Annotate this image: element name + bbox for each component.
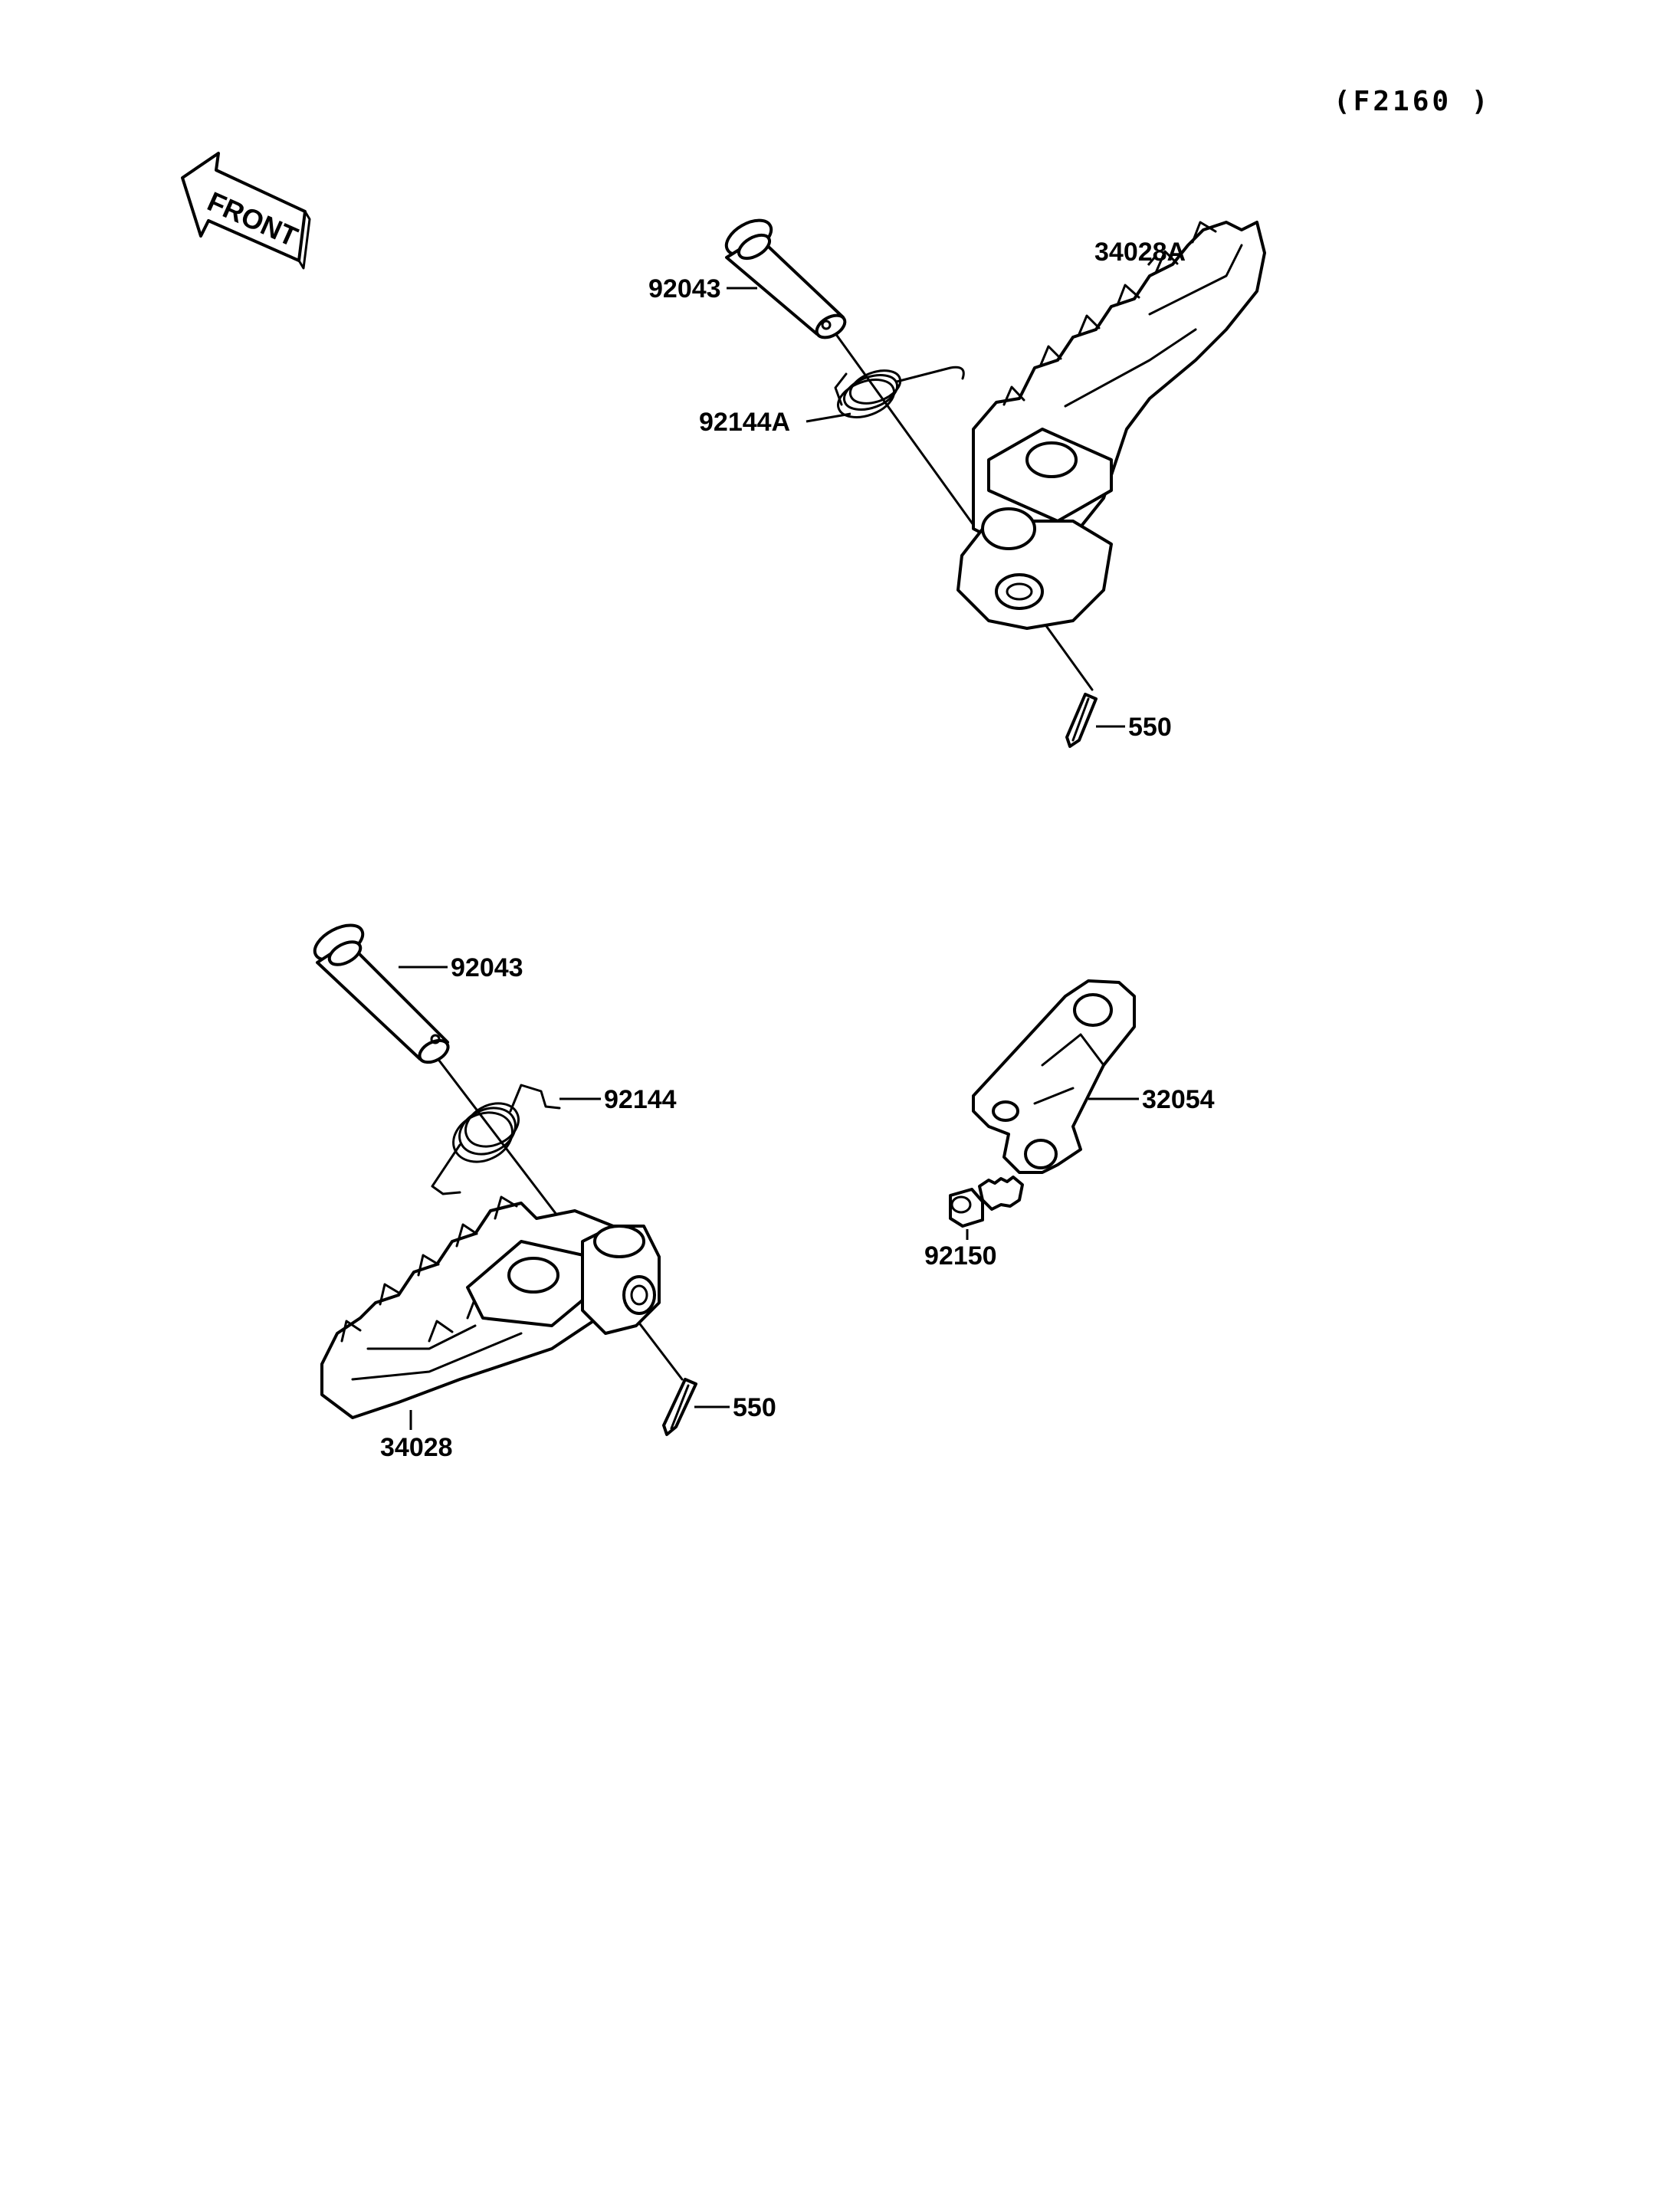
label-bracket: 32054 (1142, 1085, 1215, 1114)
label-bolt: 92150 (924, 1241, 997, 1271)
bracket (972, 979, 1136, 1174)
label-cotter-lower: 550 (733, 1393, 776, 1422)
figure-code: (F2160 ) (1334, 86, 1491, 117)
label-footpeg-upper: 34028A (1094, 238, 1186, 267)
spring-upper (834, 366, 965, 418)
pin-upper (724, 218, 847, 339)
label-footpeg-lower: 34028 (380, 1433, 453, 1462)
label-spring-lower: 92144 (604, 1085, 677, 1114)
label-pin-upper: 92043 (648, 274, 721, 303)
footpeg-lower (320, 1195, 661, 1419)
label-spring-upper: 92144A (699, 408, 790, 437)
label-cotter-upper: 550 (1128, 713, 1172, 742)
cotter-upper (1065, 693, 1098, 748)
cotter-lower (662, 1378, 697, 1436)
bolt (949, 1176, 1024, 1228)
front-arrow: FRONT (181, 152, 311, 270)
label-pin-lower: 92043 (451, 953, 523, 982)
pin-lower (313, 923, 450, 1064)
footpeg-upper (956, 221, 1266, 630)
spring-lower (431, 1084, 561, 1195)
